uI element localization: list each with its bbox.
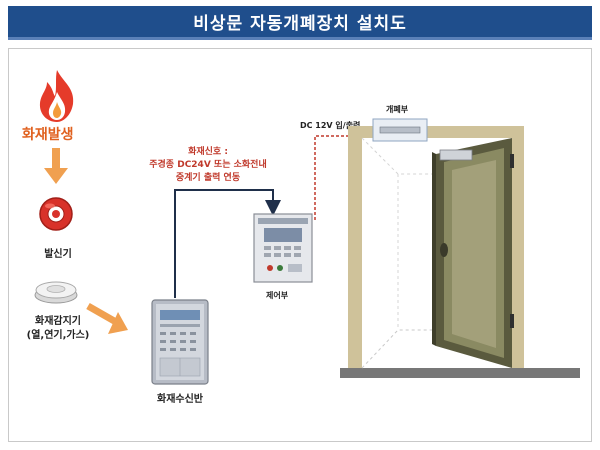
power-label: DC 12V 입/출력 [300,121,361,130]
control-panel-icon [253,213,313,283]
arrow-fire-to-transmitter [44,148,68,184]
door-closer [439,149,473,161]
hinge-bottom [510,314,514,328]
title-bar: 비상문 자동개폐장치 설치도 [8,6,592,40]
transmitter-label: 발신기 [44,249,72,260]
floor [340,368,580,378]
signal-line1: 화재신호 : [188,147,228,157]
controller-label: 제어부 [266,291,289,300]
smoke-detector-icon [34,281,78,304]
arrow-detector-to-receiver [86,302,128,334]
detector-label-line2: (열,연기,가스) [26,330,90,341]
signal-line2: 주경종 DC24V 또는 소화전내 [149,160,267,170]
door-opener-icon [372,118,428,142]
flame-icon [39,70,74,122]
door-assembly [340,126,580,378]
opener-label: 개폐부 [386,105,409,114]
receiver-label: 화재수신반 [157,394,203,405]
fire-label: 화재발생 [22,127,74,143]
detector-label-line1: 화재감지기 [35,316,81,327]
fire-alarm-button-icon [39,197,73,231]
signal-line3: 중계기 출력 연동 [175,173,241,183]
hinge-top [510,154,514,168]
door-handle [440,243,448,257]
signal-text: 화재신호 : 주경종 DC24V 또는 소화전내 중계기 출력 연동 [128,146,288,185]
fire-receiver-panel-icon [151,299,209,385]
signal-line [174,189,281,298]
page-title: 비상문 자동개폐장치 설치도 [193,14,407,34]
